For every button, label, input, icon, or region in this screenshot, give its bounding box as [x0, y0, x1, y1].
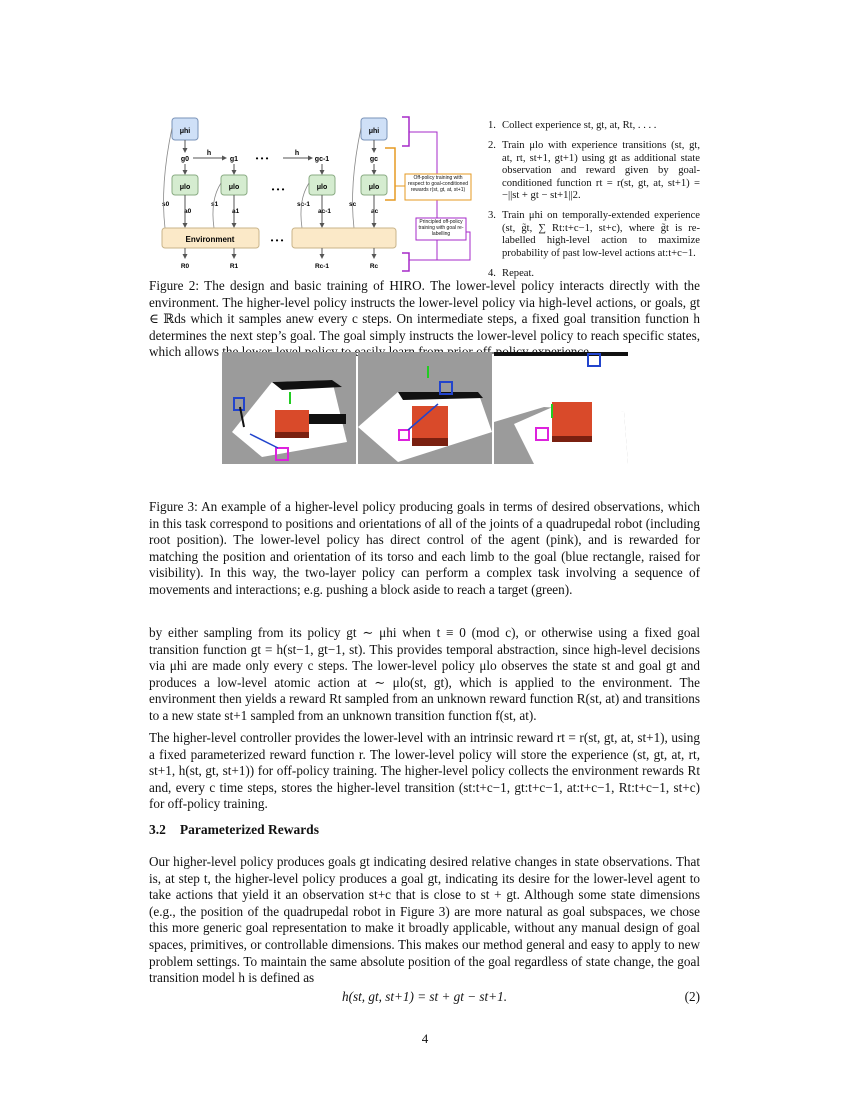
quadruped-image-strip	[222, 352, 628, 464]
agent-marker	[275, 447, 289, 461]
agent-marker	[398, 429, 410, 441]
svg-text:h: h	[207, 150, 211, 157]
svg-text:sc-1: sc-1	[297, 201, 310, 208]
svg-text:μhi: μhi	[369, 128, 380, 135]
svg-text:• • •: • • •	[256, 154, 269, 163]
goal-label: gc-1	[315, 156, 330, 163]
section-heading: 3.2 Parameterized Rewards	[149, 822, 319, 838]
figure2-caption: Figure 2: The design and basic training …	[149, 278, 700, 359]
environment-box	[291, 227, 397, 249]
section-paragraph: Our higher-level policy produces goals g…	[149, 854, 700, 986]
training-step: 1.Collect experience st, gt, at, Rt, . .…	[488, 120, 657, 131]
svg-text:μlo: μlo	[180, 184, 191, 191]
svg-text:s0: s0	[162, 201, 170, 208]
training-step: 2.Train μlo with experience transitions …	[488, 140, 700, 202]
training-step: 4.Repeat.	[488, 268, 535, 280]
svg-text:Environment: Environment	[186, 235, 235, 244]
equation-body: h(st, gt, st+1) = st + gt − st+1.	[341, 989, 508, 1004]
body-paragraph: by either sampling from its policy gt ∼ …	[149, 625, 700, 723]
svg-text:a1: a1	[232, 208, 240, 215]
goal-marker	[439, 381, 453, 395]
page-number: 4	[421, 1031, 429, 1046]
goal-marker	[587, 353, 601, 367]
section-title: Parameterized Rewards	[179, 822, 319, 837]
offpolicy-box	[404, 173, 472, 201]
quadruped-panel-1	[222, 352, 356, 464]
svg-text:μlo: μlo	[317, 184, 328, 191]
svg-text:μlo: μlo	[229, 184, 240, 191]
svg-text:• • •: • • •	[272, 185, 285, 194]
relabel-box	[415, 217, 467, 241]
quadruped-panel-3	[494, 352, 628, 464]
figure3-caption: Figure 3: An example of a higher-level p…	[149, 499, 700, 597]
svg-text:ac: ac	[371, 208, 379, 215]
training-steps-list: 1.Collect experience st, gt, at, Rt, . .…	[488, 120, 700, 288]
goal-label: g1	[230, 156, 238, 163]
svg-text:R0: R0	[181, 263, 190, 270]
svg-text:a0: a0	[184, 208, 192, 215]
training-step: 3.Train μhi on temporally-extended exper…	[488, 210, 700, 259]
svg-text:s1: s1	[211, 201, 219, 208]
goal-label: g0	[181, 156, 189, 163]
body-paragraph: The higher-level controller provides the…	[149, 730, 700, 812]
svg-text:Rc: Rc	[370, 263, 379, 270]
goal-label: gc	[370, 156, 378, 163]
svg-text:μlo: μlo	[369, 184, 380, 191]
svg-text:μhi: μhi	[180, 128, 191, 135]
hiro-diagram: μhi μhi g0 g1 gc-1 gc h h • • • μlo μlo …	[161, 116, 472, 272]
goal-marker	[233, 397, 245, 411]
svg-text:• • •: • • •	[271, 236, 284, 245]
environment-box	[161, 227, 260, 249]
equation-label: (2)	[684, 989, 700, 1004]
svg-text:R1: R1	[230, 263, 239, 270]
agent-marker	[535, 427, 549, 441]
svg-text:ac-1: ac-1	[318, 208, 331, 215]
svg-text:Rc-1: Rc-1	[315, 263, 329, 270]
quadruped-panel-2	[358, 352, 492, 464]
svg-text:h: h	[295, 150, 299, 157]
section-number: 3.2	[149, 822, 166, 837]
